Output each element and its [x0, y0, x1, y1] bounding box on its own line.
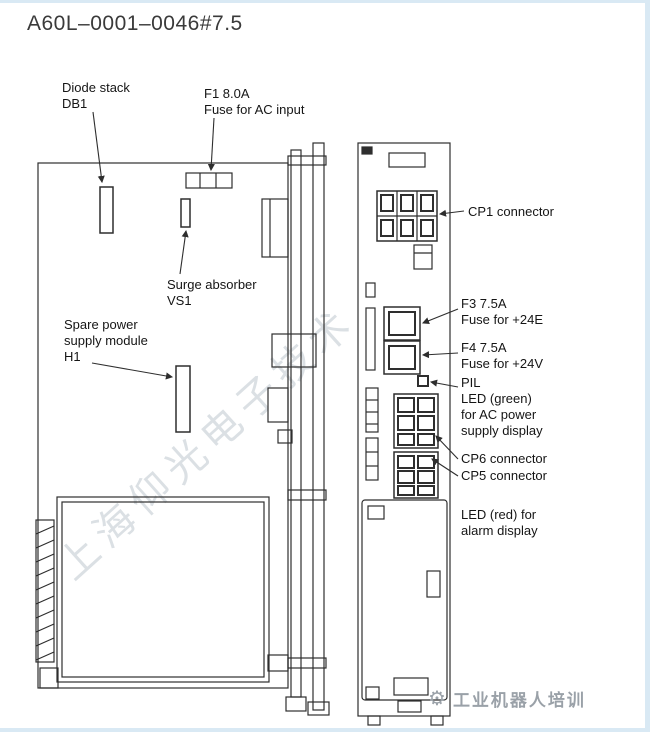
- arrow-vs1: [179, 229, 189, 275]
- footer-logo-text: 工业机器人培训: [452, 691, 586, 710]
- page-title: A60L–0001–0046#7.5: [27, 12, 243, 35]
- bottom-module-inner: [61, 501, 265, 678]
- label-cp1: CP1 connector: [468, 204, 554, 219]
- panel-outline: [357, 142, 451, 717]
- label-spare-module: Spare power supply module H1: [64, 317, 148, 364]
- page-border-top: [0, 0, 650, 3]
- arrow-f1: [207, 117, 215, 172]
- label-diode-stack: Diode stack DB1: [62, 80, 130, 111]
- arrow-cp6: [435, 435, 459, 460]
- pil-green-led: [417, 375, 429, 387]
- pcb-side-view: [35, 162, 317, 689]
- cp6-connector: [393, 393, 439, 449]
- arrow-db1: [92, 111, 105, 184]
- db1-diode-stack: [99, 186, 114, 234]
- label-cp6: CP6 connector: [461, 451, 547, 466]
- panel-left-strip-mid: [365, 387, 379, 481]
- label-f3-fuse: F3 7.5A Fuse for +24E: [461, 296, 544, 327]
- arrow-pil: [429, 379, 459, 388]
- gear-icon: ⚙: [428, 687, 448, 710]
- bottom-module-outer: [56, 496, 270, 683]
- label-cp5: CP5 connector: [461, 468, 547, 483]
- arrow-cp5: [431, 458, 459, 477]
- label-pil-led: PIL LED (green) for AC power supply disp…: [461, 375, 543, 438]
- mounting-rails: [285, 142, 330, 716]
- f3-fuse-holder: [383, 306, 421, 341]
- bottom-left-block: [39, 667, 59, 689]
- arrow-f3: [422, 308, 459, 325]
- page-border-right: [645, 0, 650, 732]
- edge-connector: [35, 519, 55, 663]
- panel-small-part: [365, 282, 376, 298]
- vs1-surge-absorber: [180, 198, 191, 228]
- board-outline: [37, 162, 289, 689]
- panel-nameplate: [388, 152, 426, 168]
- arrow-h1: [91, 362, 174, 380]
- label-surge-absorber: Surge absorber VS1: [167, 277, 257, 308]
- panel-foot-left: [367, 715, 381, 726]
- front-panel-view: [357, 142, 451, 726]
- label-f1-fuse: F1 8.0A Fuse for AC input: [204, 86, 305, 117]
- h1-spare-module: [175, 365, 191, 433]
- f1-fuse-footprint: [185, 172, 233, 189]
- cp5-connector: [393, 451, 439, 499]
- panel-foot-right: [430, 715, 444, 726]
- cp1-connector: [376, 190, 438, 242]
- arrow-cp1: [438, 209, 465, 217]
- label-led-red: LED (red) for alarm display: [461, 507, 538, 538]
- alarm-led-red: [426, 570, 441, 598]
- leader-arrows: [91, 111, 465, 477]
- f4-fuse-holder: [383, 340, 421, 375]
- panel-left-strip-upper: [365, 307, 376, 371]
- panel-top-mark: [361, 146, 373, 155]
- footer-logo: ⚙ 工业机器人培训: [428, 686, 586, 711]
- arrow-f4: [421, 351, 459, 359]
- page-border-bottom: [0, 728, 650, 732]
- board-right-components: [261, 198, 317, 672]
- panel-lower-section: [361, 499, 448, 713]
- label-f4-fuse: F4 7.5A Fuse for +24V: [461, 340, 544, 371]
- cp1-sub-block: [413, 244, 433, 270]
